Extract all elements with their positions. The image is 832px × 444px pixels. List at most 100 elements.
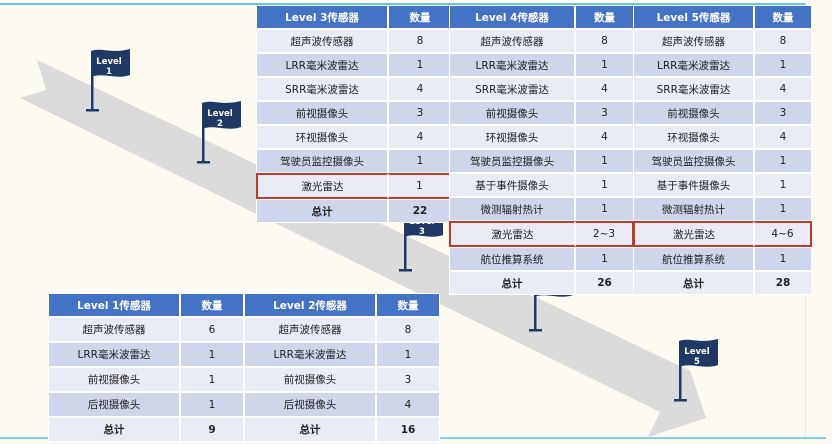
sensor-name: 前视摄像头: [48, 367, 180, 392]
sensor-qty: 1: [754, 247, 812, 271]
sensor-name: LRR毫米波雷达: [633, 53, 754, 77]
sensor-qty: 1: [575, 53, 634, 77]
qty-column-header: 数量: [180, 293, 244, 317]
sensor-name: LRR毫米波雷达: [244, 342, 376, 367]
sensor-qty: 8: [754, 29, 812, 53]
sensor-qty: 4~6: [754, 221, 812, 247]
flag-icon: [86, 49, 130, 112]
sensor-qty: 4: [575, 77, 634, 101]
sensor-name: LRR毫米波雷达: [256, 53, 388, 77]
sensor-qty: 1: [754, 173, 812, 197]
sensor-name: 前视摄像头: [244, 367, 376, 392]
sensor-name: 前视摄像头: [256, 101, 388, 125]
sensor-name: 前视摄像头: [449, 101, 575, 125]
sensor-qty: 3: [754, 101, 812, 125]
sensor-qty: 1: [376, 342, 440, 367]
flag-label: Level 1: [96, 57, 122, 77]
flag-level-2: Level 2: [197, 100, 257, 164]
sensor-name: 环视摄像头: [633, 125, 754, 149]
total-value: 26: [575, 271, 634, 295]
total-label: 总计: [633, 271, 754, 295]
sensor-qty: 1: [575, 173, 634, 197]
sensor-name: 航位推算系统: [633, 247, 754, 271]
sensor-qty: 1: [754, 197, 812, 221]
qty-column-header: 数量: [575, 5, 634, 29]
qty-column-header: 数量: [388, 5, 452, 29]
flag-label: Level 5: [684, 347, 710, 367]
table-header: Level 5传感器数量: [633, 5, 812, 29]
sensor-qty: 4: [575, 125, 634, 149]
sensor-qty: 1: [575, 197, 634, 221]
sensor-qty: 8: [388, 29, 452, 53]
sensor-name: LRR毫米波雷达: [449, 53, 575, 77]
total-value: 22: [388, 199, 452, 223]
sensor-name: 后视摄像头: [244, 392, 376, 417]
sensor-qty: 4: [388, 125, 452, 149]
total-label: 总计: [256, 199, 388, 223]
sensor-name: 驾驶员监控摄像头: [449, 149, 575, 173]
flag-level-1: Level 1: [86, 48, 146, 112]
total-value: 28: [754, 271, 812, 295]
sensor-name: SRR毫米波雷达: [449, 77, 575, 101]
sensor-qty: 3: [388, 101, 452, 125]
sensor-qty: 1: [180, 367, 244, 392]
sensor-qty: 8: [376, 317, 440, 342]
sensor-name: LRR毫米波雷达: [48, 342, 180, 367]
arrow-shape: [20, 60, 706, 437]
sensor-column-header: Level 5传感器: [633, 5, 754, 29]
sensor-name: 超声波传感器: [48, 317, 180, 342]
sensor-qty: 1: [388, 173, 452, 199]
sensor-name: 环视摄像头: [256, 125, 388, 149]
sensor-name: 基于事件摄像头: [633, 173, 754, 197]
qty-column-header: 数量: [754, 5, 812, 29]
sensor-name: 微测辐射热计: [633, 197, 754, 221]
flag-label: Level 2: [207, 109, 233, 129]
sensor-name: 前视摄像头: [633, 101, 754, 125]
sensor-qty: 4: [754, 77, 812, 101]
sensor-name: 航位推算系统: [449, 247, 575, 271]
sensor-column-header: Level 2传感器: [244, 293, 376, 317]
total-label: 总计: [244, 417, 376, 442]
sensor-qty: 1: [388, 149, 452, 173]
sensor-qty: 1: [180, 392, 244, 417]
sensor-qty: 6: [180, 317, 244, 342]
sensor-qty: 3: [575, 101, 634, 125]
sensor-qty: 4: [376, 392, 440, 417]
sensor-name: 激光雷达: [256, 173, 388, 199]
table-header: Level 1传感器数量: [48, 293, 244, 317]
top-divider: [0, 3, 806, 5]
sensor-column-header: Level 3传感器: [256, 5, 388, 29]
flag-icon: [674, 339, 718, 402]
sensor-name: 基于事件摄像头: [449, 173, 575, 197]
sensor-qty: 8: [575, 29, 634, 53]
sensor-name: 激光雷达: [449, 221, 575, 247]
